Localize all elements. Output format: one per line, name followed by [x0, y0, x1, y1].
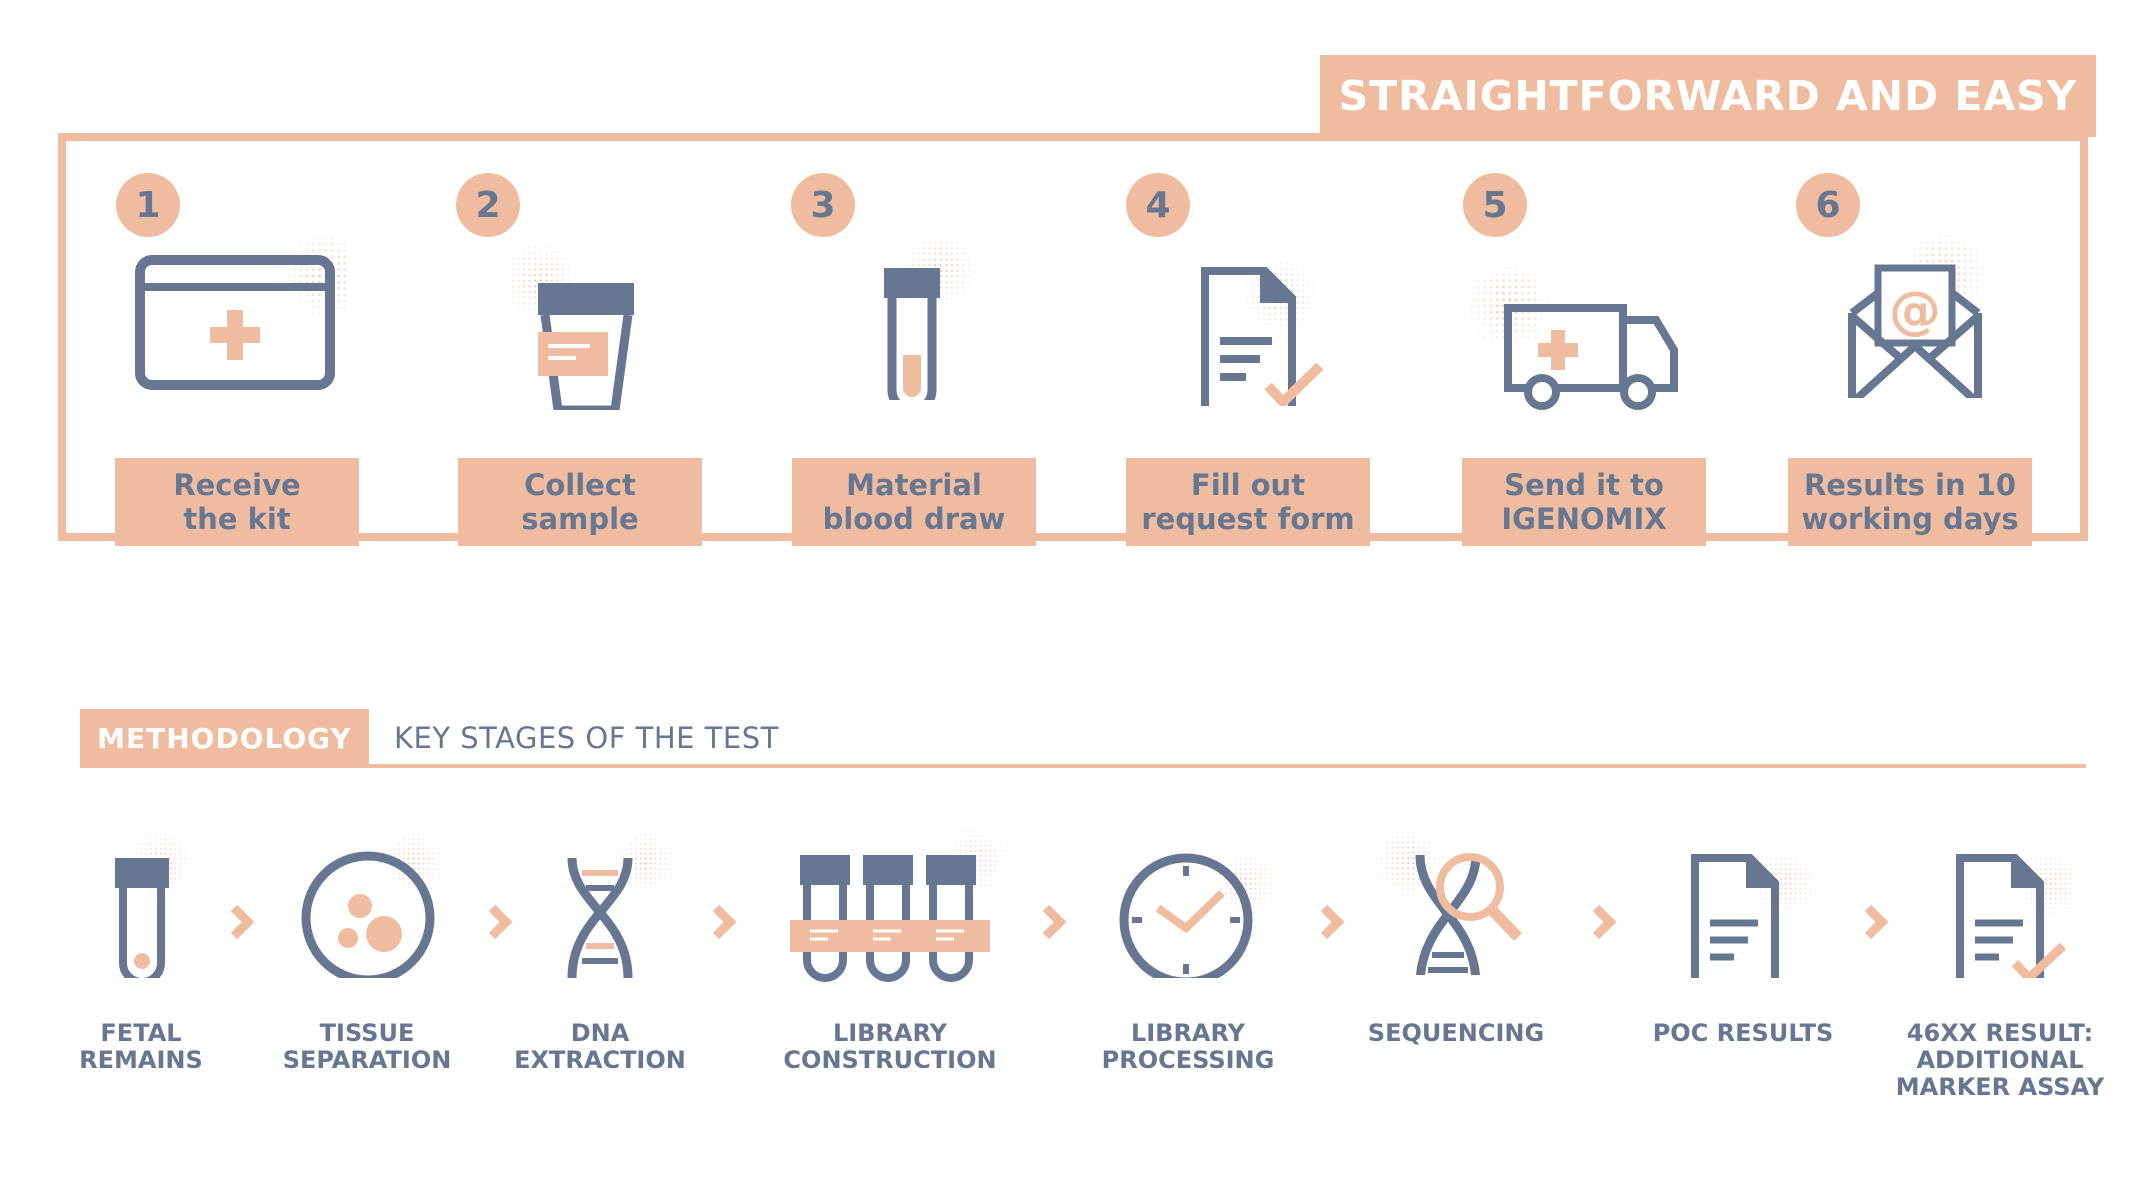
stage-label-poc-results: POC RESULTS	[1623, 1020, 1863, 1047]
dna-icon	[567, 828, 690, 978]
stage-label-fetal-remains: FETAL REMAINS	[21, 1020, 261, 1074]
test-tube-icon	[115, 828, 235, 978]
chevron-right-icon	[1864, 904, 1889, 940]
stage-label-library-construction: LIBRARY CONSTRUCTION	[770, 1020, 1010, 1074]
step-label-line: Material	[846, 468, 982, 502]
step-label-3: Material blood draw	[792, 458, 1036, 546]
chevron-right-icon	[712, 904, 737, 940]
stage-label-line: ADDITIONAL	[1916, 1046, 2084, 1074]
stage-label-tissue-separation: TISSUE SEPARATION	[247, 1020, 487, 1074]
chevron-right-icon	[1592, 904, 1617, 940]
stage-label-line: DNA	[570, 1019, 630, 1047]
sample-container-icon	[480, 240, 634, 410]
stage-label-line: SEPARATION	[282, 1046, 452, 1074]
step-number-1: 1	[116, 173, 180, 237]
stage-label-line: REMAINS	[79, 1046, 203, 1074]
step-label-line: Collect	[524, 468, 636, 502]
document-check-icon	[1956, 828, 2085, 978]
stage-label-line: EXTRACTION	[514, 1046, 686, 1074]
step-label-line: blood draw	[822, 502, 1006, 536]
ambulance-truck-icon	[1464, 240, 1678, 410]
stage-label-line: 46XX RESULT:	[1906, 1019, 2094, 1047]
step-label-line: the kit	[183, 502, 291, 536]
stage-label-line: LIBRARY	[1130, 1019, 1246, 1047]
stage-label-46xx-result: 46XX RESULT: ADDITIONAL MARKER ASSAY	[1880, 1020, 2120, 1101]
chevron-right-icon	[1320, 904, 1345, 940]
stage-label-line: POC RESULTS	[1652, 1019, 1834, 1047]
chevron-right-icon	[230, 904, 255, 940]
step-label-4: Fill out request form	[1126, 458, 1370, 546]
step-label-line: sample	[521, 502, 639, 536]
step-number-6: 6	[1796, 173, 1860, 237]
stage-label-line: FETAL	[100, 1019, 182, 1047]
step-label-line: Send it to	[1504, 468, 1664, 502]
step-label-line: Results in 10	[1803, 468, 2017, 502]
form-check-icon	[1201, 236, 1324, 406]
stage-label-line: CONSTRUCTION	[783, 1046, 997, 1074]
blood-tube-icon	[884, 230, 1030, 400]
stage-label-line: TISSUE	[319, 1019, 415, 1047]
tube-rack-icon	[790, 825, 1020, 982]
step-label-1: Receive the kit	[115, 458, 359, 546]
step-number-2: 2	[456, 173, 520, 237]
cell-icon	[301, 828, 458, 978]
stage-label-dna-extraction: DNA EXTRACTION	[480, 1020, 720, 1074]
chevron-right-icon	[1042, 904, 1067, 940]
stage-label-line: SEQUENCING	[1367, 1019, 1545, 1047]
svg-text:@: @	[1889, 281, 1941, 341]
step-number-4: 4	[1126, 173, 1190, 237]
stage-label-line: PROCESSING	[1101, 1046, 1275, 1074]
step-label-line: working days	[1801, 502, 2019, 536]
email-envelope-icon: @	[1848, 228, 2030, 398]
step-label-6: Results in 10 working days	[1788, 458, 2032, 546]
step-label-line: Fill out	[1190, 468, 1306, 502]
step-number-5: 5	[1463, 173, 1527, 237]
stage-label-line: MARKER ASSAY	[1895, 1073, 2105, 1101]
divider	[80, 764, 2086, 768]
methodology-tag: METHODOLOGY	[80, 709, 369, 767]
step-label-5: Send it to IGENOMIX	[1462, 458, 1706, 546]
stage-label-line: LIBRARY	[832, 1019, 948, 1047]
steps-frame	[58, 133, 2088, 541]
dna-magnifier-icon	[1370, 825, 1522, 975]
step-label-line: request form	[1141, 502, 1355, 536]
section-title: STRAIGHTFORWARD AND EASY	[1320, 55, 2096, 137]
step-label-line: IGENOMIX	[1501, 502, 1667, 536]
document-icon	[1691, 828, 1820, 978]
methodology-subtitle: KEY STAGES OF THE TEST	[394, 721, 779, 755]
first-aid-kit-icon	[135, 230, 350, 390]
chevron-right-icon	[488, 904, 513, 940]
stage-label-library-processing: LIBRARY PROCESSING	[1068, 1020, 1308, 1074]
step-label-2: Collect sample	[458, 458, 702, 546]
step-number-3: 3	[791, 173, 855, 237]
step-label-line: Receive	[173, 468, 301, 502]
stage-label-sequencing: SEQUENCING	[1336, 1020, 1576, 1047]
clock-icon	[1119, 828, 1280, 978]
